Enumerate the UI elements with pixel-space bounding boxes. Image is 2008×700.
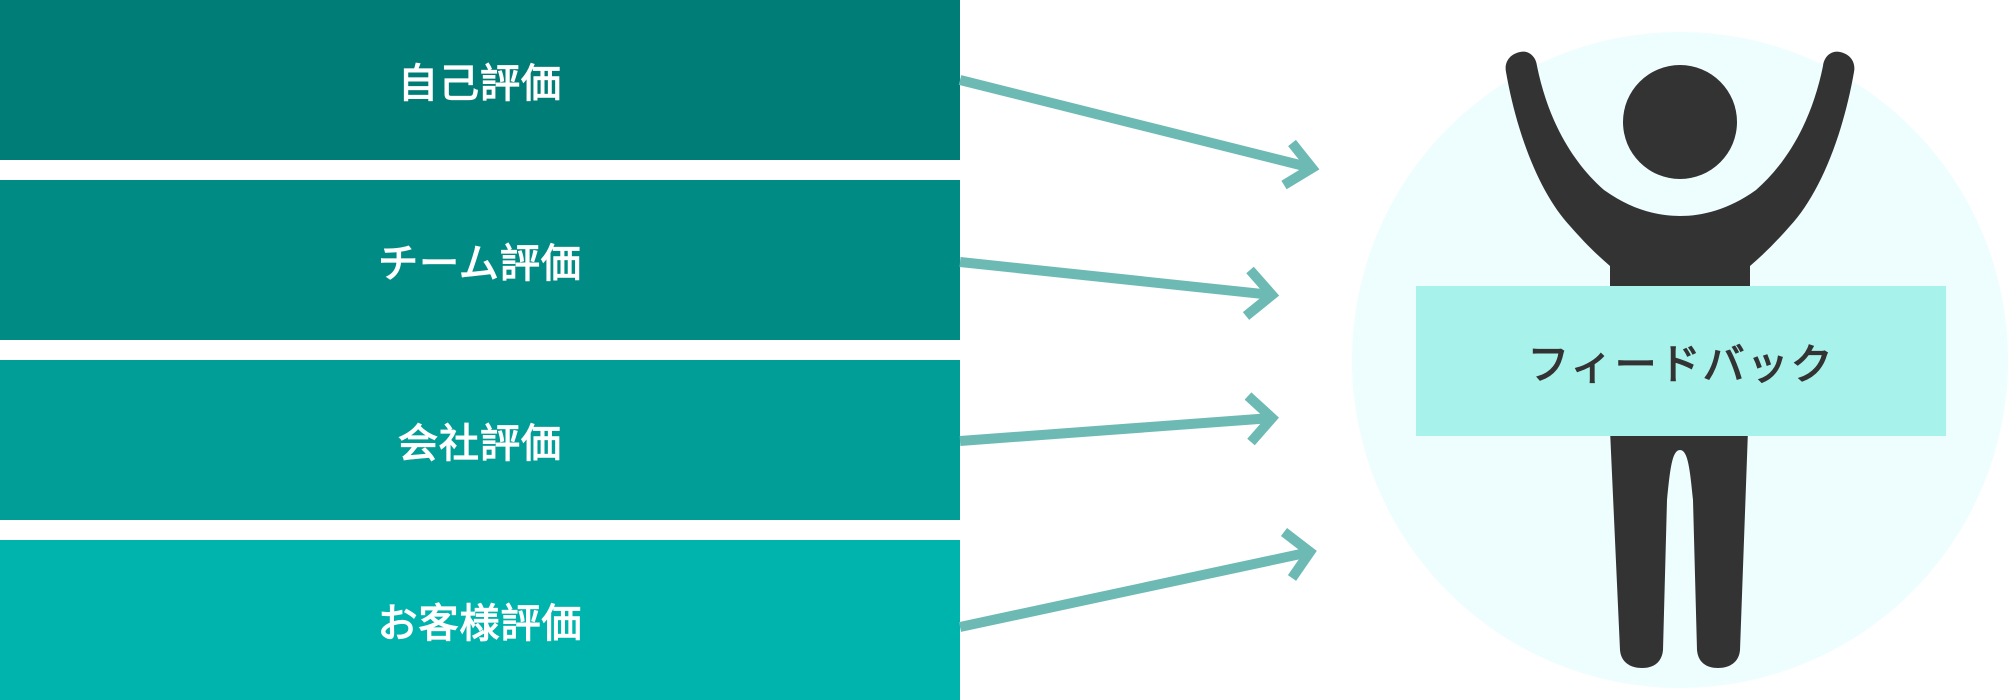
arrow-right-icon (958, 528, 1317, 632)
feedback-box: フィードバック (1416, 286, 1946, 436)
evaluation-bar-customer: お客様評価 (0, 540, 960, 700)
feedback-label: フィードバック (1527, 339, 1835, 389)
evaluation-bar-team: チーム評価 (0, 180, 960, 340)
evaluation-bar-company: 会社評価 (0, 360, 960, 520)
arrow-right-icon (959, 257, 1280, 320)
evaluation-label-customer: お客様評価 (377, 601, 583, 647)
arrow-right-icon (958, 75, 1320, 190)
evaluation-label-company: 会社評価 (398, 421, 562, 467)
arrow-right-icon (959, 392, 1279, 446)
evaluation-label-self: 自己評価 (398, 61, 562, 107)
evaluation-bar-self: 自己評価 (0, 0, 960, 160)
evaluation-label-team: チーム評価 (378, 241, 582, 287)
person-arms-raised-icon (1505, 51, 1855, 668)
